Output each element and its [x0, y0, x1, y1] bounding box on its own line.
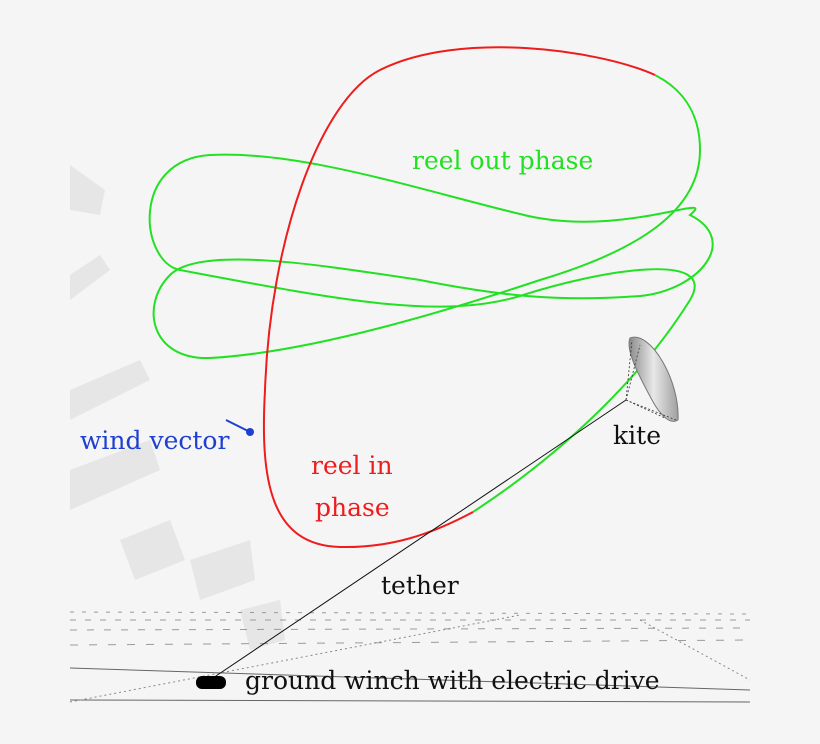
reel-in-trajectory — [262, 46, 656, 549]
watermark — [70, 165, 285, 650]
reel-out-label: reel out phase — [412, 146, 593, 175]
reel-out-trajectory — [148, 74, 714, 513]
kite-label: kite — [613, 421, 661, 450]
wind-vector-arrow — [225, 419, 254, 436]
reel-in-label-line1: reel in — [311, 451, 393, 480]
reel-in-label-line2: phase — [315, 493, 390, 522]
kite-icon — [625, 336, 679, 422]
wind-vector-label: wind vector — [80, 426, 229, 455]
tether-label: tether — [381, 571, 459, 600]
ground-winch-label: ground winch with electric drive — [245, 666, 660, 695]
ground-grid — [69, 611, 751, 703]
tether-line — [209, 399, 627, 681]
ground-winch-icon — [196, 676, 226, 689]
